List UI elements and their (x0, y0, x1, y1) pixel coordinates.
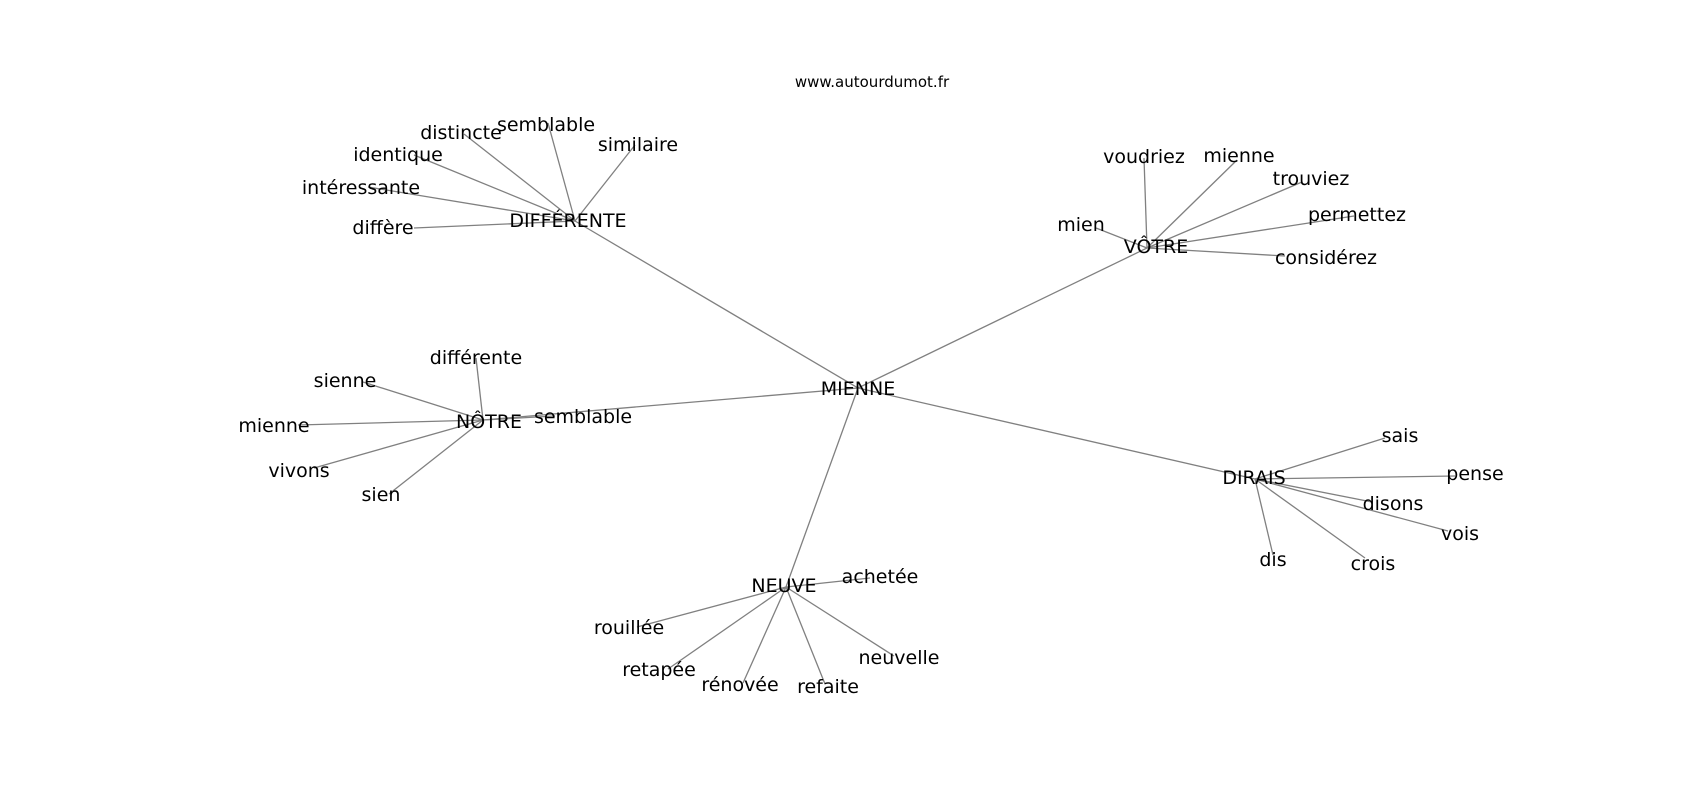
hub-word-edge (297, 419, 484, 426)
hub-word-edge (1146, 215, 1355, 249)
hub-word-edge (1254, 437, 1386, 480)
word-node: diffère (352, 217, 413, 239)
hub-word-edge (742, 586, 787, 684)
word-node: refaite (797, 676, 859, 698)
word-node: mien (1057, 214, 1105, 236)
hub-word-edge (636, 586, 787, 628)
hub-word-edge (463, 133, 576, 222)
hub-word-edge (1254, 478, 1366, 559)
hub-word-edge (1146, 247, 1286, 257)
hub-word-edge (388, 419, 484, 495)
word-node: vivons (268, 460, 329, 482)
word-node: semblable (534, 406, 632, 428)
hub-word-edge (1095, 227, 1148, 249)
word-node: sais (1382, 425, 1419, 447)
center-hub-edge (857, 387, 1256, 480)
word-node: intéressante (302, 177, 420, 199)
hub-word-edge (785, 586, 826, 685)
hub-word-edge (574, 144, 636, 222)
word-node: vois (1441, 523, 1479, 545)
hub-word-edge (547, 122, 576, 222)
word-node: identique (353, 144, 443, 166)
hub-node: DIFFÉRENTE (509, 209, 626, 232)
hub-word-edge (1254, 475, 1456, 480)
word-node: sien (362, 484, 401, 506)
word-node: rouillée (594, 617, 664, 639)
hub-word-edge (475, 357, 484, 421)
hub-word-edge (1254, 478, 1449, 532)
word-node: achetée (842, 566, 919, 588)
center-hub-edge (857, 247, 1148, 389)
word-node: disons (1363, 493, 1424, 515)
word-node: crois (1351, 553, 1396, 575)
word-node: trouviez (1273, 168, 1350, 190)
center-node: MIENNE (821, 378, 895, 400)
center-hub-edge (574, 220, 859, 389)
source-label: www.autourdumot.fr (795, 73, 950, 91)
hub-word-edge (1146, 159, 1238, 249)
word-node: voudriez (1103, 146, 1185, 168)
hub-word-edge (362, 381, 484, 421)
word-node: différente (430, 347, 522, 369)
word-node: dis (1259, 549, 1286, 571)
graph-edges (297, 122, 1456, 685)
hub-word-edge (313, 419, 484, 469)
hub-node: NÔTRE (456, 409, 522, 433)
hub-word-edge (785, 577, 871, 588)
hub-node: NEUVE (751, 575, 816, 597)
word-node: considérez (1275, 247, 1377, 269)
hub-word-edge (367, 186, 576, 222)
hub-node: VÔTRE (1124, 234, 1188, 258)
hub-word-edge (1254, 478, 1373, 503)
center-hub-edge (482, 387, 859, 421)
hub-node: DIRAIS (1222, 467, 1285, 489)
word-node: distincte (420, 122, 502, 144)
hub-word-edge (1143, 157, 1148, 249)
word-node: mienne (238, 415, 309, 437)
word-node: mienne (1203, 145, 1274, 167)
hub-word-edge (413, 154, 576, 222)
hub-word-edge (482, 415, 556, 421)
word-node: sienne (314, 370, 377, 392)
word-node: rénovée (701, 674, 778, 696)
hub-word-edge (1254, 478, 1274, 556)
word-node: permettez (1308, 204, 1406, 226)
hub-word-edge (667, 586, 787, 670)
word-node: neuvelle (859, 647, 940, 669)
hub-word-edge (413, 220, 576, 229)
graph-labels: MIENNEDIFFÉRENTEsemblabledistinctesimila… (238, 114, 1503, 698)
word-node: similaire (598, 134, 678, 156)
word-node: retapée (622, 659, 696, 681)
hub-word-edge (1146, 181, 1303, 249)
word-node: pense (1446, 463, 1503, 485)
word-node: semblable (497, 114, 595, 136)
hub-word-edge (785, 586, 895, 657)
center-hub-edge (785, 387, 859, 588)
